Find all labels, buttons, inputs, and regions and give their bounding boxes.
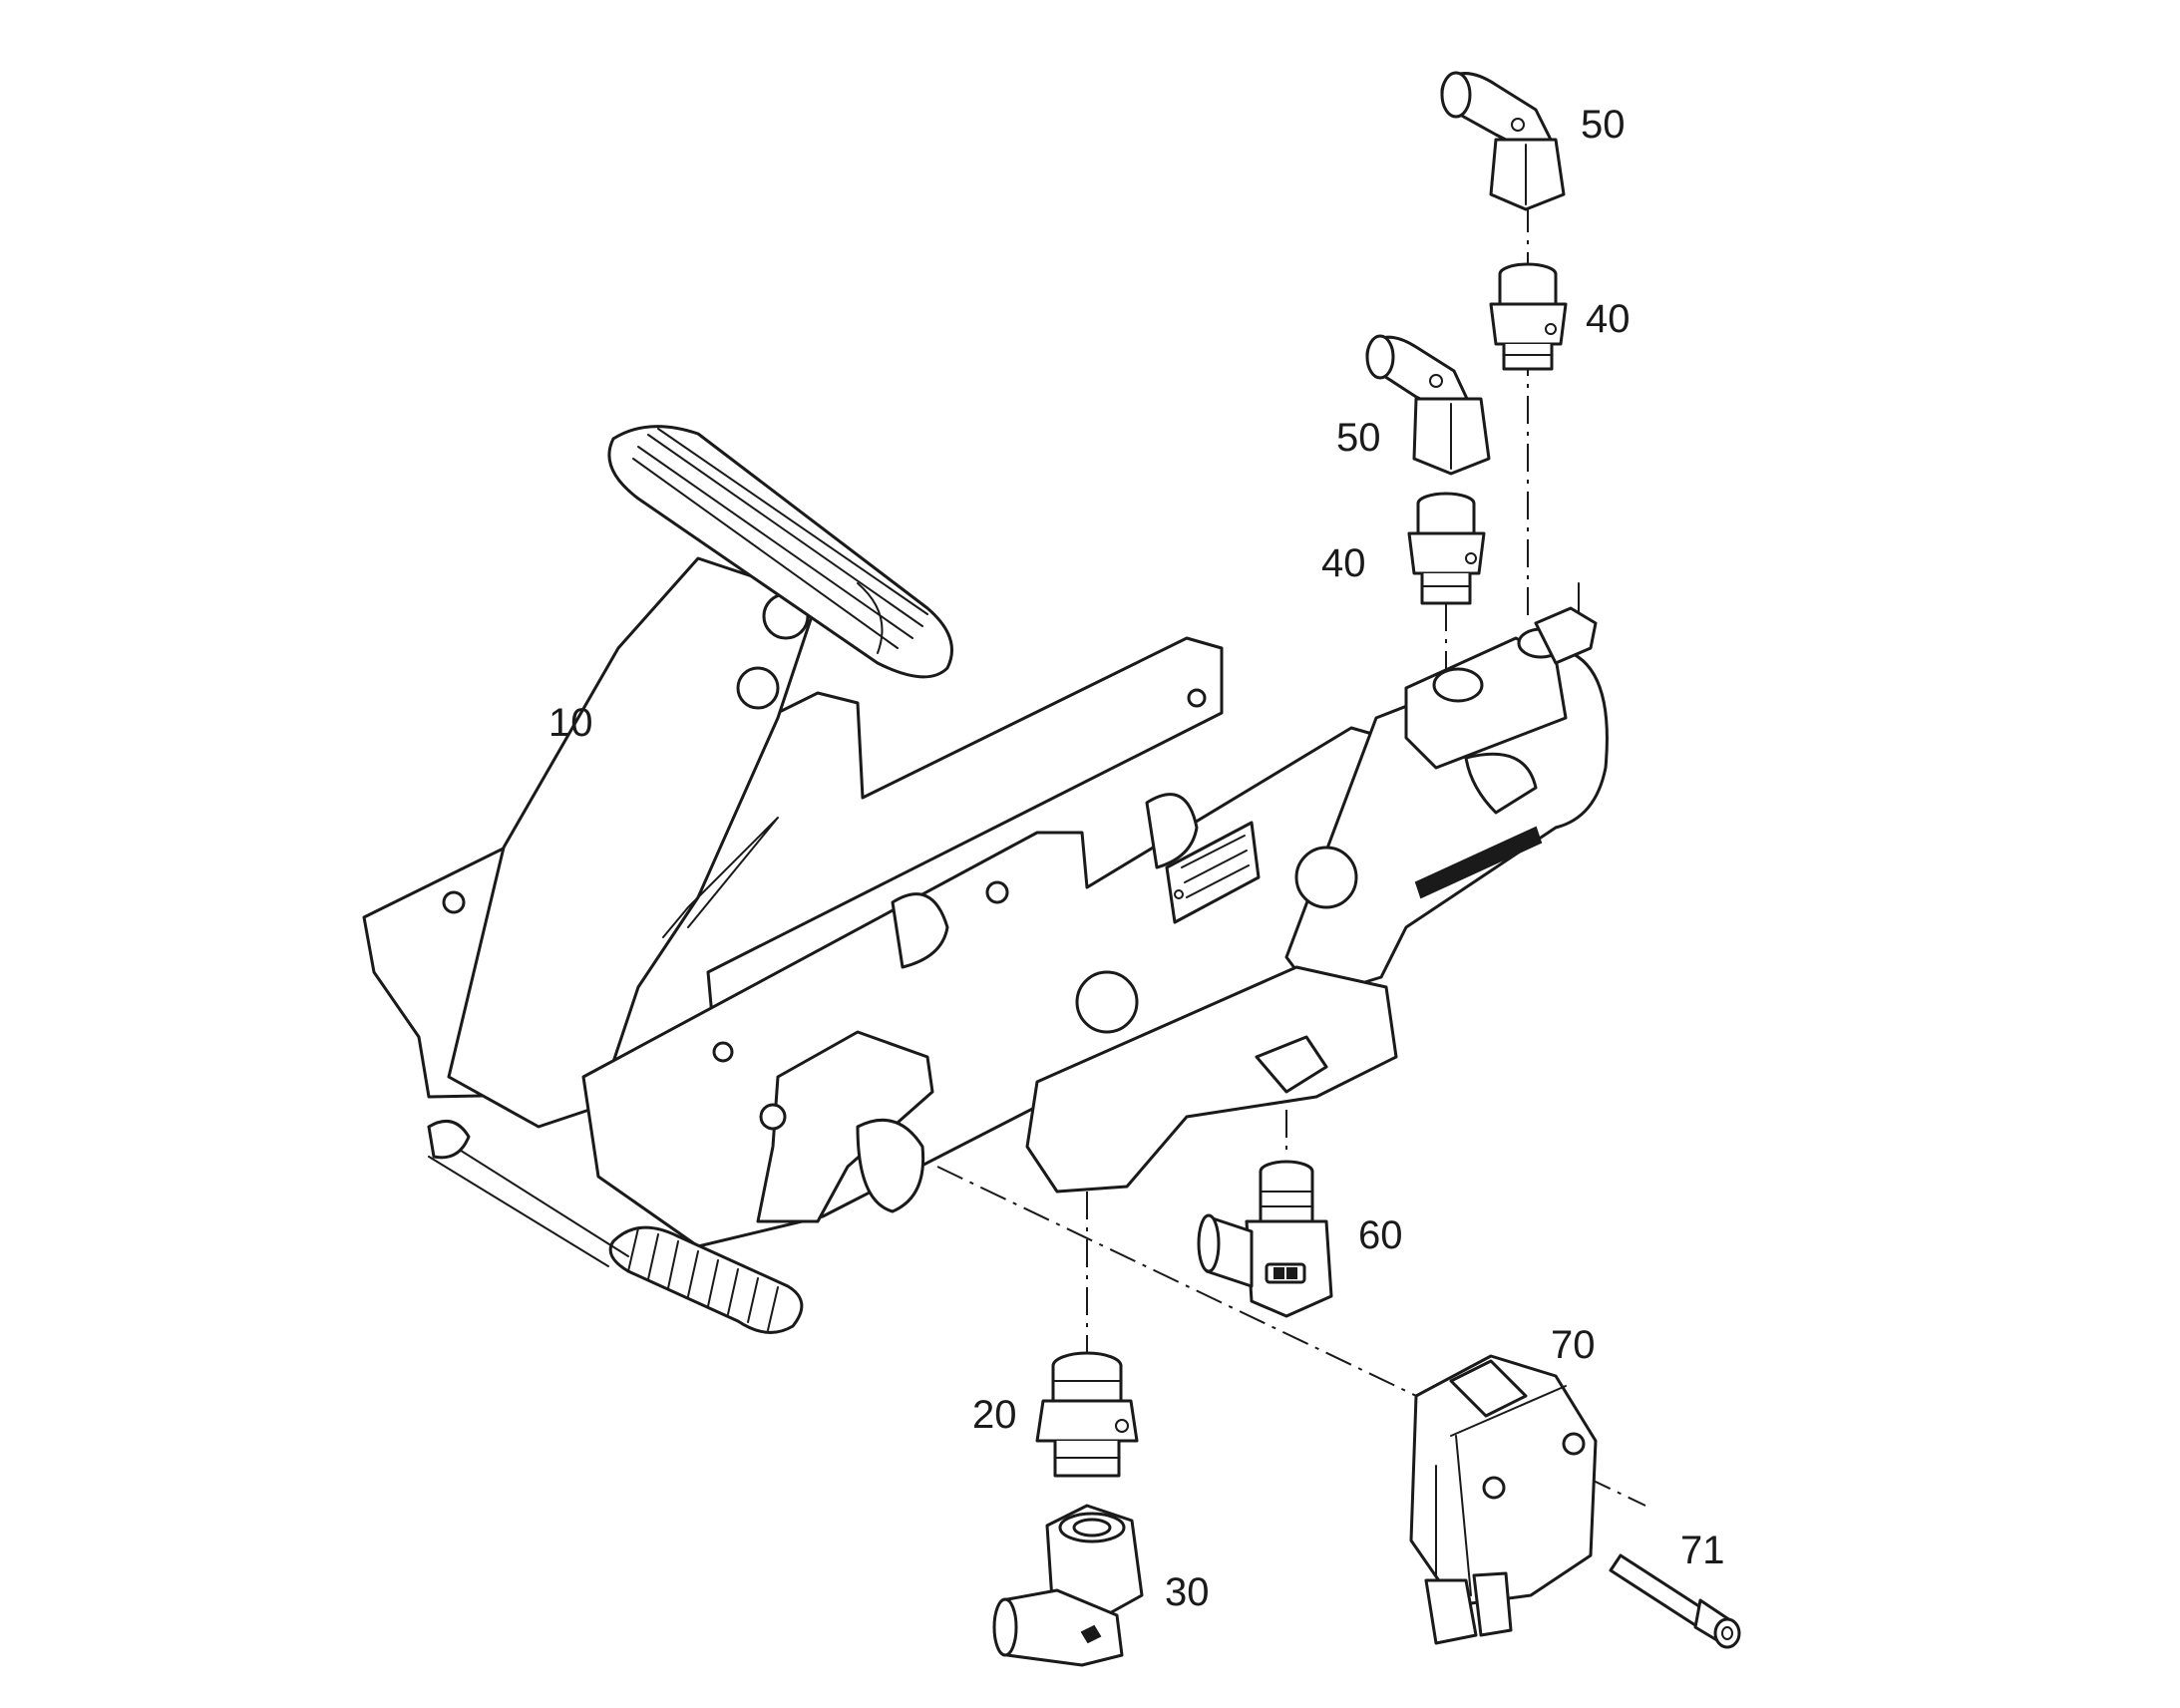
- valve-lower-body: [1025, 965, 1398, 1194]
- valve-body: [891, 582, 1609, 1034]
- valve-nut: [1294, 846, 1358, 909]
- elbow-nut-30: [992, 1504, 1144, 1667]
- callout-40-lower: 40: [1321, 541, 1366, 585]
- fitting-20: [1035, 1351, 1139, 1478]
- mounting-plate-hole: [712, 1041, 734, 1063]
- callout-70: 70: [1551, 1323, 1596, 1367]
- elbow-connector-lower: [1365, 334, 1491, 476]
- elbow-fitting-60: [1197, 1160, 1333, 1318]
- callout-30: 30: [1165, 1570, 1210, 1614]
- callout-50-lower: 50: [1336, 416, 1381, 460]
- callout-60: 60: [1358, 1213, 1403, 1257]
- pedal-foot-pad: [607, 425, 953, 679]
- lever-linkage: [756, 1030, 934, 1223]
- screw-71: [1609, 1553, 1741, 1649]
- valve-nut: [1075, 970, 1139, 1034]
- elbow-connector-upper: [1440, 71, 1566, 211]
- base-plate-hole: [1187, 688, 1207, 708]
- fitting-lower: [1407, 492, 1486, 605]
- pedal-arm-bolt: [736, 666, 780, 710]
- return-spring: [427, 1119, 804, 1334]
- mounting-plate-hole: [985, 880, 1009, 904]
- callout-20: 20: [972, 1393, 1017, 1437]
- pedal-valve-assembly: [362, 425, 1609, 1334]
- name-plate: [1165, 821, 1261, 924]
- callout-50-upper: 50: [1581, 103, 1626, 147]
- port-hole: [1432, 667, 1484, 703]
- manufacturer-logo: [1414, 826, 1543, 899]
- callout-71: 71: [1680, 1529, 1725, 1572]
- callout-40-upper: 40: [1586, 297, 1631, 341]
- base-plate-hole: [442, 890, 466, 914]
- fitting-upper: [1489, 262, 1568, 371]
- sensor-block-70: [1409, 1354, 1598, 1645]
- callout-10: 10: [548, 701, 593, 745]
